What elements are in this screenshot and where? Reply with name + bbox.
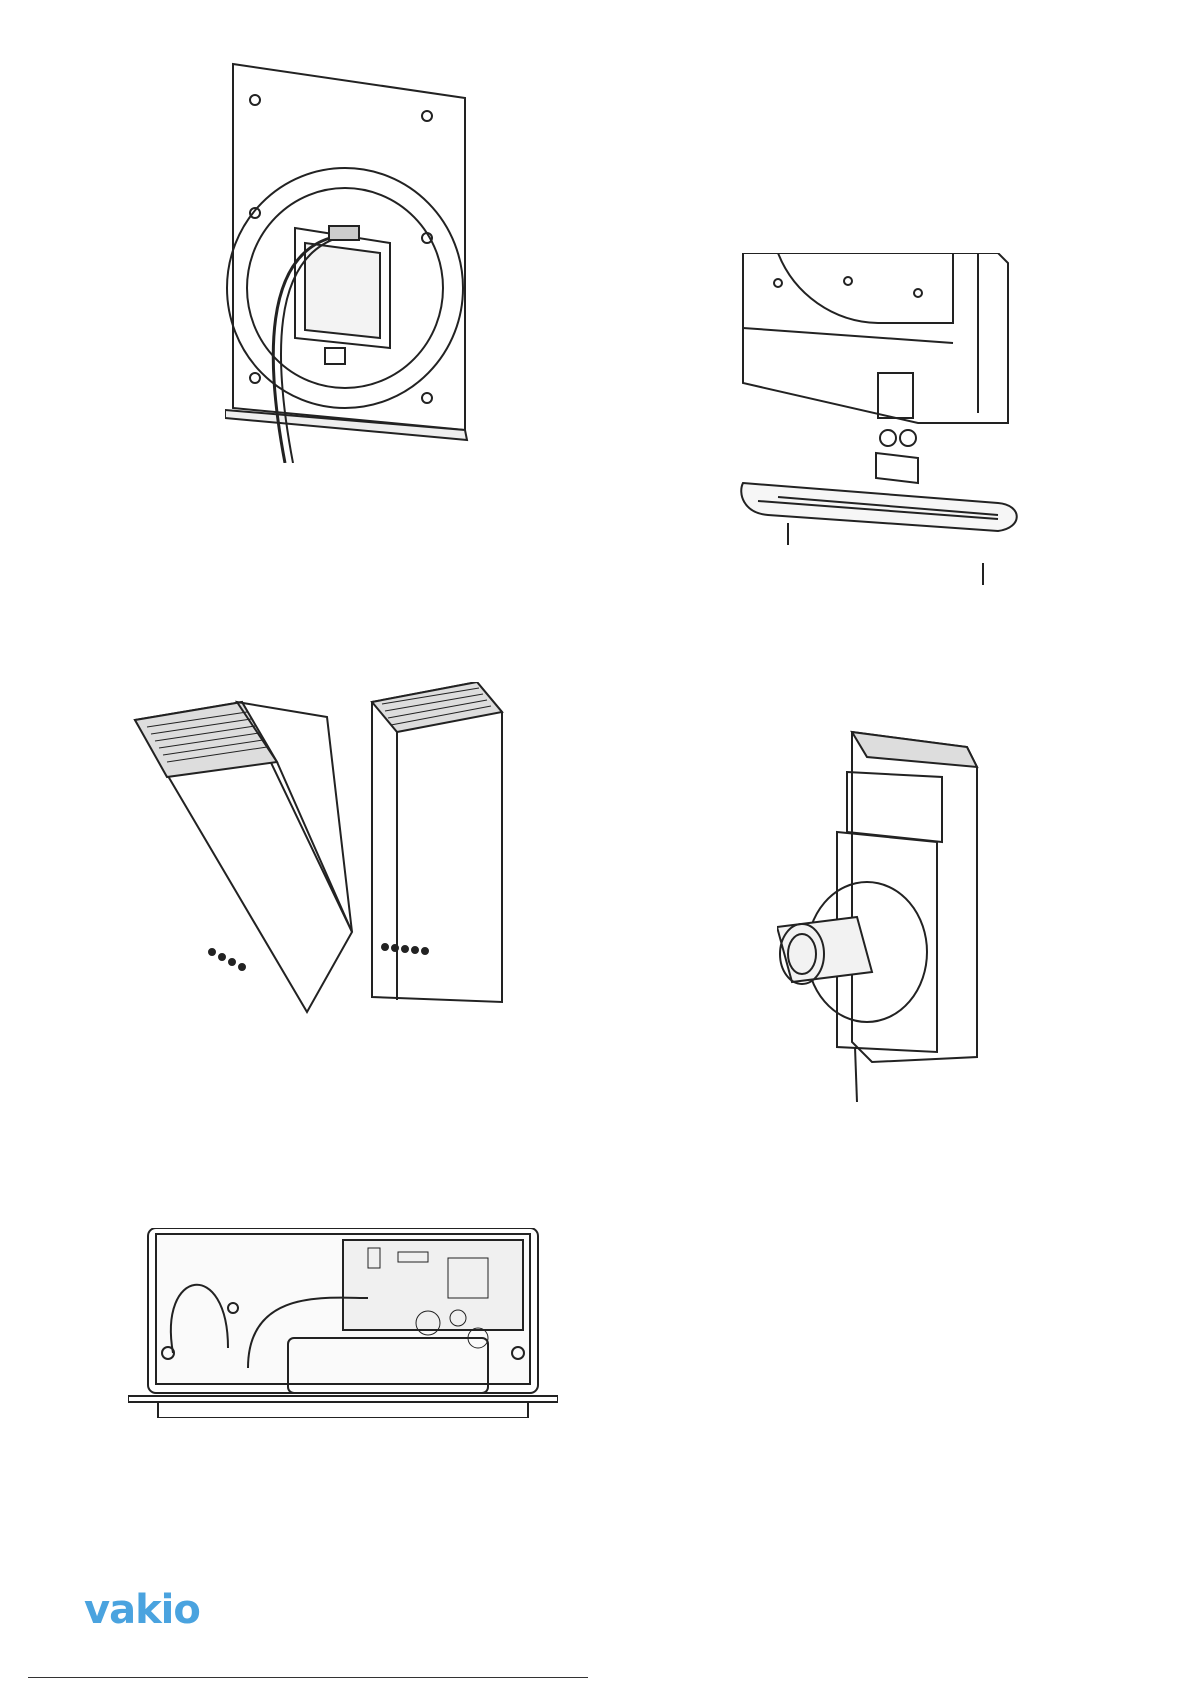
housing-icon — [127, 682, 537, 1037]
figure-wall-mount-plate — [225, 58, 475, 463]
pcb-icon — [128, 1228, 558, 1418]
duct-sleeve-icon — [777, 722, 987, 1102]
wall-plate-icon — [225, 58, 475, 463]
figure-housing-cover — [127, 682, 537, 1037]
figure-rear-duct-sleeve — [777, 722, 987, 1102]
bracket-icon — [738, 253, 1038, 588]
footer-divider — [28, 1677, 588, 1678]
brand-logo-text: vakio — [84, 1585, 200, 1635]
figure-interior-electronics — [128, 1228, 558, 1418]
brand-logo: vakio — [84, 1591, 234, 1635]
figure-bottom-cover-exploded — [738, 253, 1038, 588]
